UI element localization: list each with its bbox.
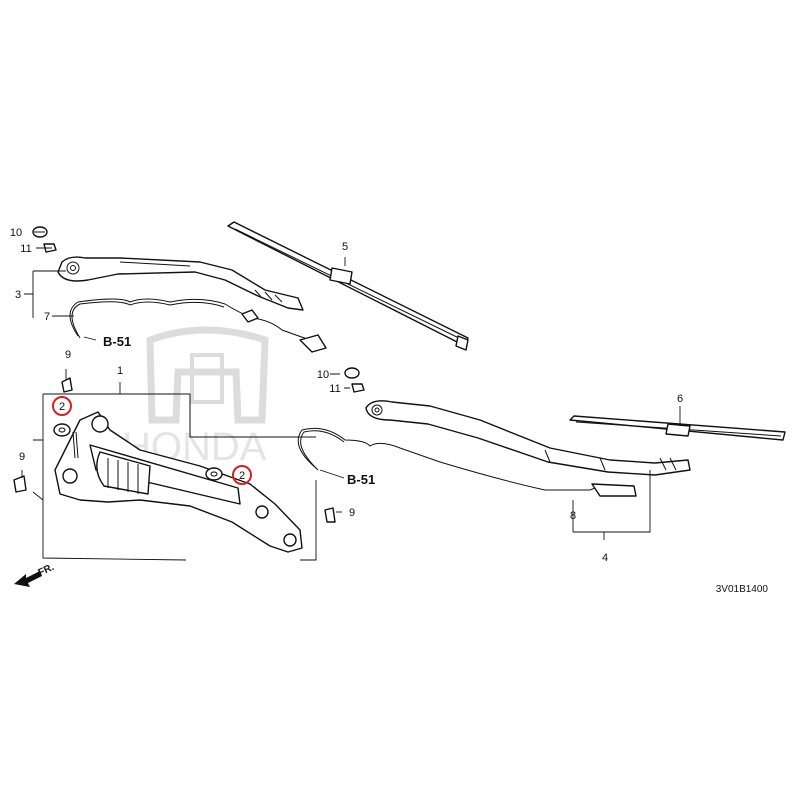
front-arrow-icon: FR. xyxy=(14,562,56,587)
wiper-arm-driver xyxy=(57,256,304,311)
callout-2-left: 2 xyxy=(59,401,65,413)
callout-9-left: 9 xyxy=(19,451,25,463)
bolt-9-right xyxy=(324,507,336,523)
callout-9-top: 9 xyxy=(65,349,71,361)
callout-6: 6 xyxy=(677,393,683,405)
diagram-code: 3V01B1400 xyxy=(716,584,769,595)
bolt-9-top xyxy=(61,377,73,393)
nut-11-lower xyxy=(351,383,365,393)
leader-lines xyxy=(21,231,681,561)
ref-label-left: B-51 xyxy=(103,334,131,349)
wiper-blade-passenger xyxy=(569,415,786,441)
wiper-blade-driver xyxy=(227,221,469,351)
honda-watermark-logo: HONDA xyxy=(122,326,269,469)
callout-10-lower: 10 xyxy=(317,369,329,381)
wiper-motor-linkage xyxy=(54,411,303,553)
callout-11-lower: 11 xyxy=(329,383,340,395)
callout-2-right: 2 xyxy=(239,470,245,482)
bolt-9-left xyxy=(13,475,27,493)
callout-9-right: 9 xyxy=(349,507,355,519)
washer-hose-right xyxy=(297,427,637,497)
callout-8: 8 xyxy=(570,510,576,522)
highlight-circle-left xyxy=(52,396,72,416)
wiper-arm-passenger xyxy=(365,400,691,476)
callout-7: 7 xyxy=(44,311,50,323)
highlight-markers xyxy=(52,396,252,485)
ref-label-right: B-51 xyxy=(347,472,375,487)
callout-4: 4 xyxy=(602,552,608,564)
washer-hose-left xyxy=(69,298,327,353)
cap-10-lower xyxy=(344,367,360,379)
callout-3: 3 xyxy=(15,289,21,301)
callout-11-upper: 11 xyxy=(20,243,31,255)
highlight-circle-right xyxy=(232,465,252,485)
callout-10-upper: 10 xyxy=(10,227,22,239)
front-arrow-label: FR. xyxy=(37,562,56,579)
washer-2-left xyxy=(53,423,71,437)
callout-1: 1 xyxy=(117,365,123,377)
hardware-parts xyxy=(13,226,365,523)
washer-2-right xyxy=(205,467,223,481)
callout-5: 5 xyxy=(342,241,348,253)
